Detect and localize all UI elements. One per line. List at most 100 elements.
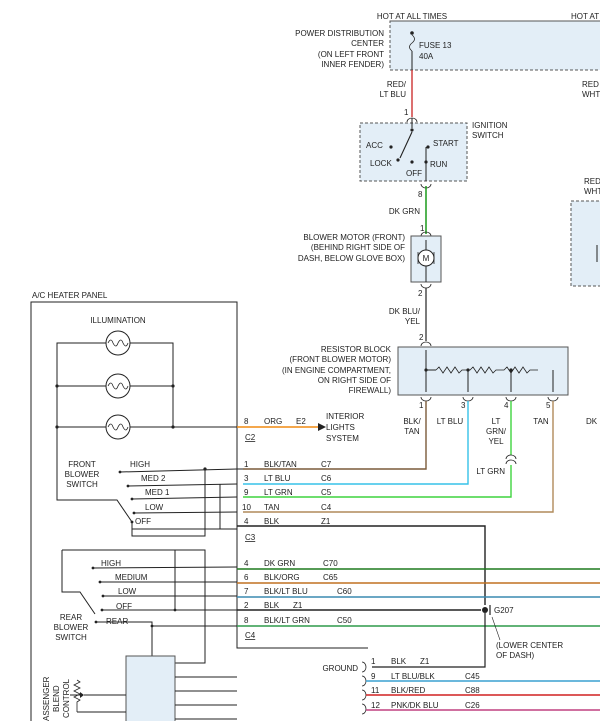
circuit-label: C70 [323,559,338,568]
pdc-location: (ON LEFT FRONT [318,50,384,59]
wire-lt-grn [243,465,512,498]
connector-c4: 4 DK GRN C70 6 BLK/ORG C65 7 BLK/LT BLU … [237,559,600,640]
wire-blk-ground [237,525,486,605]
lamp-icon [105,373,131,399]
wire-label: YEL [488,437,504,446]
pdc-title: POWER DISTRIBUTION [295,29,384,38]
wire-label: LT [492,417,501,426]
wire-label: TAN [264,503,280,512]
fuse-terminal [410,31,414,35]
hot-at-all-times-label-2: HOT AT [571,12,599,21]
wire-label: BLK/LT GRN [264,616,310,625]
potentiometer-icon [73,679,81,712]
ground-label: G207 [494,606,514,615]
ignition-switch: 1 IGNITION SWITCH ACC START LOCK OFF RUN… [359,108,508,199]
wire-label: RED [584,177,600,186]
pin-number: 2 [244,601,249,610]
resistor-block-location: (IN ENGINE COMPARTMENT, [282,366,391,375]
wire-label: PNK/DK BLU [391,701,439,710]
pin-number: 7 [244,587,249,596]
wire-label: BLK [264,517,280,526]
wire-label: ORG [264,417,282,426]
resistor-block-label: (FRONT BLOWER MOTOR) [290,355,392,364]
wire-label: YEL [405,317,421,326]
switch-position-off: OFF [135,517,151,526]
wire-label: TAN [404,427,420,436]
wire-label: DK GRN [389,207,420,216]
connector-c3: 1 BLK/TAN C7 3 LT BLU C6 9 LT GRN C5 10 … [237,460,486,605]
switch-position-off: OFF [406,169,422,178]
wire-label: BLK [391,657,407,666]
wire-label: DK GRN [264,559,295,568]
connector-label: C4 [245,631,256,640]
wire-label: LT BLU/BLK [391,672,435,681]
wire-label: BLK/RED [391,686,425,695]
switch-position-start: START [433,139,459,148]
pin-number: 2 [418,289,423,298]
pin-number: 2 [419,333,424,342]
pin-number: 1 [419,401,424,410]
circuit-label: E2 [296,417,306,426]
rear-blower-switch-label: SWITCH [55,633,87,642]
wire-label: RED [582,80,599,89]
ignition-switch-label: IGNITION [472,121,508,130]
fuse-icon [409,34,415,52]
pin-number: 4 [244,559,249,568]
pin-number: 1 [244,460,249,469]
illumination-label: ILLUMINATION [90,316,146,325]
ground-label: GROUND [322,664,358,673]
wire-label: BLK/LT BLU [264,587,308,596]
pin-number: 8 [418,190,423,199]
pin-number: 12 [371,701,380,710]
switch-position-medium: MEDIUM [115,573,148,582]
circuit-label: C26 [465,701,480,710]
circuit-label: C45 [465,672,480,681]
fuse-amps: 40A [419,52,434,61]
interior-lights-label: SYSTEM [326,434,359,443]
blend-control-label: BLEND [52,685,61,712]
circuit-label: C5 [321,488,332,497]
fuse-number: FUSE 13 [419,41,452,50]
ignition-switch-label: SWITCH [472,131,504,140]
circuit-label: C7 [321,460,332,469]
ac-heater-panel: A/C HEATER PANEL ILLUMINATION 8 ORG E2 C… [30,291,368,721]
front-blower-switch-label: BLOWER [65,470,100,479]
blend-control-box [125,655,176,721]
wire-label: TAN [533,417,549,426]
connector-bottom: GROUND 1 BLK Z1 9 LT BLU/BLK C45 11 BLK/… [322,657,600,715]
power-distribution-center: HOT AT ALL TIMES HOT AT POWER DISTRIBUTI… [295,12,600,71]
switch-position-low: LOW [118,587,137,596]
resistor-block-location: ON RIGHT SIDE OF [318,376,391,385]
pin-number: 1 [420,224,425,233]
circuit-label: C4 [321,503,332,512]
resistor-block: 2 RESISTOR BLOCK (FRONT BLOWER MOTOR) (I… [282,333,569,410]
blower-motor: 1 M BLOWER MOTOR (FRONT) (BEHIND RIGHT S… [298,224,442,298]
pin-number: 1 [371,657,376,666]
pdc-title: CENTER [351,39,384,48]
circuit-label: C50 [337,616,352,625]
blend-control-label: ASSENGER [42,676,51,721]
switch-position-high: HIGH [101,559,121,568]
wire-label: LT GRN [476,467,505,476]
pin-number: 3 [244,474,249,483]
interior-lights-label: LIGHTS [326,423,355,432]
circuit-label: C60 [337,587,352,596]
circuit-label: Z1 [293,601,303,610]
pin-number: 9 [244,488,249,497]
switch-position-med1: MED 1 [145,488,170,497]
connector-label: C3 [245,533,256,542]
switch-position-off: OFF [116,602,132,611]
blower-motor-label: BLOWER MOTOR (FRONT) [303,233,405,242]
pdc-location: INNER FENDER) [321,60,384,69]
connector-label: C2 [245,433,256,442]
pin-number: 5 [546,401,551,410]
interior-lights-label: INTERIOR [326,412,364,421]
lamp-icon [105,330,131,356]
wire-label: WHT [582,90,600,99]
arrow-icon [318,423,326,431]
wire-label: LT BLU [437,417,464,426]
blend-control-label: CONTROL [62,678,71,718]
resistor-block-location: FIREWALL) [349,386,392,395]
pin-number: 4 [504,401,509,410]
